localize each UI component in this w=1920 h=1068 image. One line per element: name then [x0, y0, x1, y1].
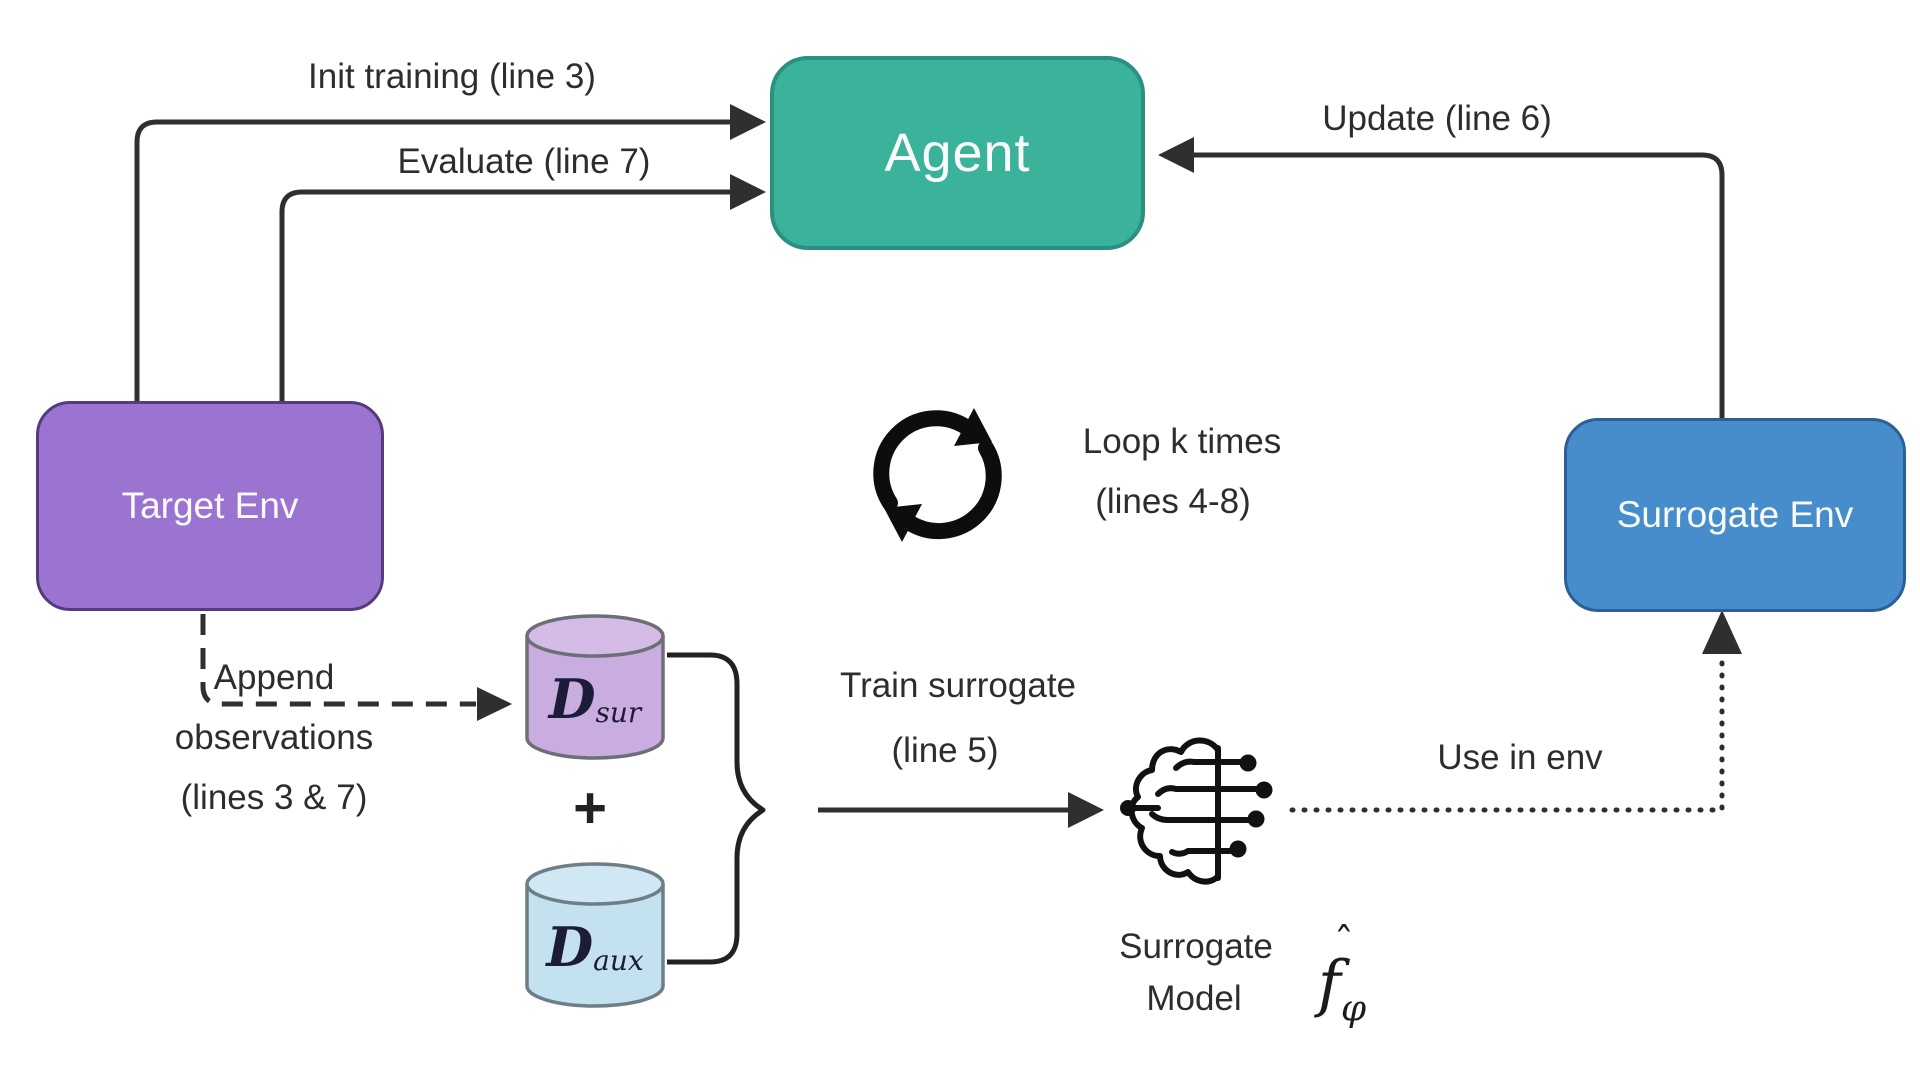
surrogate-env-node: Surrogate Env — [1564, 418, 1906, 612]
update-arrow — [1158, 137, 1725, 418]
dataset-sur-cylinder: Dsur — [523, 612, 667, 762]
surrogate-model-label-line2: Model — [1146, 979, 1242, 1018]
append-label-line1: Append — [213, 658, 335, 697]
database-cylinder-icon — [525, 862, 665, 1008]
train-surrogate-arrow — [818, 792, 1104, 828]
dataset-sur-label: Dsur — [548, 667, 642, 731]
agent-label: Agent — [884, 123, 1031, 183]
surrogate-env-label: Surrogate Env — [1616, 494, 1854, 535]
dataset-aux-label: Daux — [546, 915, 644, 979]
plus-sign: + — [573, 775, 607, 841]
init-training-label: Init training (line 3) — [308, 57, 596, 96]
evaluate-arrow — [279, 174, 766, 401]
target-env-node: Target Env — [36, 401, 384, 611]
init-training-arrow — [134, 104, 766, 401]
use-in-env-label: Use in env — [1437, 738, 1603, 777]
use-in-env-dotted-arrow — [1289, 610, 1742, 813]
loop-icon — [873, 408, 1002, 542]
surrogate-model-label-line1: Surrogate — [1119, 927, 1273, 966]
loop-label-line1: Loop k times — [1082, 422, 1282, 461]
append-observations-dashed-arrow — [200, 614, 512, 721]
train-surrogate-label-line2: (line 5) — [891, 731, 999, 770]
update-label: Update (line 6) — [1322, 99, 1552, 138]
dataset-brace — [667, 652, 766, 965]
dataset-aux-cylinder: Daux — [523, 860, 667, 1010]
evaluate-label: Evaluate (line 7) — [397, 142, 651, 181]
loop-label-line2: (lines 4-8) — [1095, 482, 1251, 521]
append-label-line3: (lines 3 & 7) — [180, 778, 368, 817]
brain-circuit-icon — [1120, 737, 1273, 885]
target-env-label: Target Env — [121, 485, 299, 526]
database-cylinder-icon — [525, 614, 665, 760]
append-label-line2: observations — [174, 718, 374, 757]
train-surrogate-label-line1: Train surrogate — [839, 666, 1077, 705]
agent-node: Agent — [770, 56, 1145, 250]
